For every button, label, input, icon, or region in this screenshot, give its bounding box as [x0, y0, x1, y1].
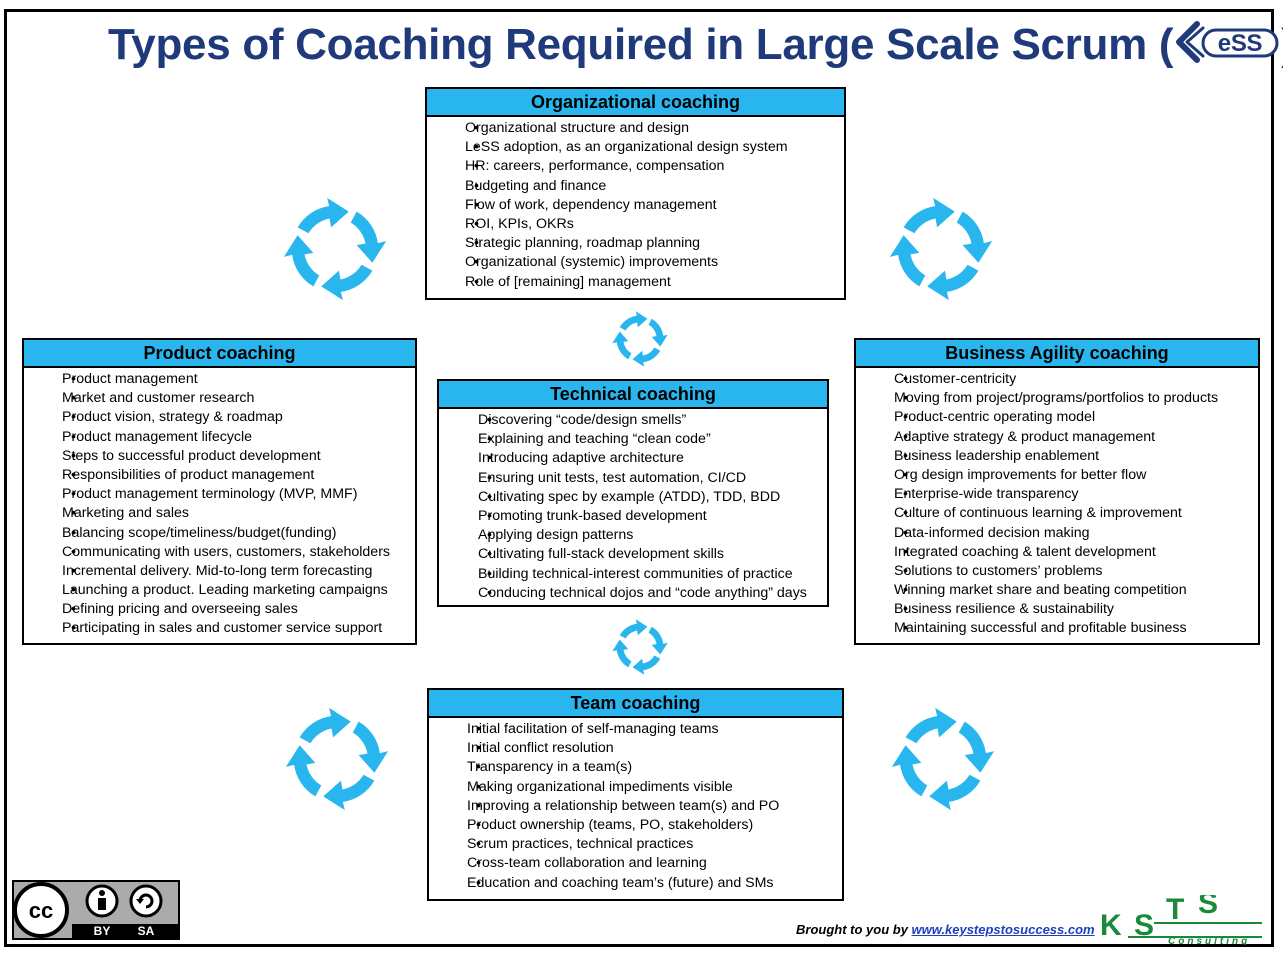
- list-item: Cultivating spec by example (ATDD), TDD,…: [478, 488, 827, 507]
- list-item: Improving a relationship between team(s)…: [467, 797, 842, 816]
- list-item: Business leadership enablement: [894, 447, 1258, 466]
- cc-by-label: BY: [94, 924, 111, 938]
- organizational-coaching-list: Organizational structure and design LeSS…: [427, 117, 844, 292]
- list-item: Communicating with users, customers, sta…: [62, 543, 415, 562]
- list-item: Ensuring unit tests, test automation, CI…: [478, 469, 827, 488]
- list-item: Maintaining successful and profitable bu…: [894, 619, 1258, 638]
- page-title: Types of Coaching Required in Large Scal…: [108, 18, 1283, 77]
- list-item: Organizational (systemic) improvements: [465, 253, 844, 272]
- list-item: HR: careers, performance, compensation: [465, 157, 844, 176]
- product-coaching-list: Product management Market and customer r…: [24, 368, 415, 639]
- cycle-arrows-icon: [283, 197, 387, 301]
- list-item: Responsibilities of product management: [62, 466, 415, 485]
- list-item: Discovering “code/design smells”: [478, 411, 827, 430]
- list-item: Solutions to customers’ problems: [894, 562, 1258, 581]
- list-item: Launching a product. Leading marketing c…: [62, 581, 415, 600]
- list-item: Moving from project/programs/portfolios …: [894, 389, 1258, 408]
- technical-coaching-list: Discovering “code/design smells” Explain…: [439, 409, 827, 603]
- title-close: ): [1281, 20, 1283, 69]
- list-item: Product vision, strategy & roadmap: [62, 408, 415, 427]
- list-item: Building technical-interest communities …: [478, 565, 827, 584]
- footer-prefix: Brought to you by: [796, 922, 912, 937]
- list-item: Product-centric operating model: [894, 408, 1258, 427]
- ksts-letter-k: K: [1100, 909, 1122, 942]
- list-item: Cross-team collaboration and learning: [467, 854, 842, 873]
- list-item: Incremental delivery. Mid-to-long term f…: [62, 562, 415, 581]
- ksts-logo: K S T S Consulting: [1100, 895, 1262, 945]
- list-item: Explaining and teaching “clean code”: [478, 430, 827, 449]
- less-logo-icon: eSS: [1173, 18, 1281, 77]
- ksts-letter-s2: S: [1198, 895, 1218, 920]
- list-item: Organizational structure and design: [465, 119, 844, 138]
- ksts-letter-t: T: [1166, 895, 1184, 926]
- list-item: Initial conflict resolution: [467, 739, 842, 758]
- share-alike-icon: [129, 884, 163, 918]
- team-coaching-list: Initial facilitation of self-managing te…: [429, 718, 842, 893]
- logo-text: eSS: [1218, 30, 1263, 57]
- list-item: Integrated coaching & talent development: [894, 543, 1258, 562]
- title-text: Types of Coaching Required in Large Scal…: [108, 20, 1174, 70]
- cycle-arrows-icon: [285, 707, 389, 811]
- list-item: Business resilience & sustainability: [894, 600, 1258, 619]
- list-item: Role of [remaining] management: [465, 273, 844, 292]
- business-agility-coaching-list: Customer-centricity Moving from project/…: [856, 368, 1258, 639]
- list-item: Education and coaching team’s (future) a…: [467, 874, 842, 893]
- team-coaching-header: Team coaching: [429, 690, 842, 718]
- list-item: Balancing scope/timeliness/budget(fundin…: [62, 524, 415, 543]
- cc-sa-label: SA: [138, 924, 155, 938]
- cc-icon: [13, 882, 69, 938]
- list-item: Customer-centricity: [894, 370, 1258, 389]
- footer-credit: Brought to you by www.keystepstosuccess.…: [796, 922, 1095, 937]
- list-item: Promoting trunk-based development: [478, 507, 827, 526]
- business-agility-coaching-header: Business Agility coaching: [856, 340, 1258, 368]
- footer-link[interactable]: www.keystepstosuccess.com: [911, 922, 1095, 937]
- list-item: Transparency in a team(s): [467, 758, 842, 777]
- list-item: Data-informed decision making: [894, 524, 1258, 543]
- list-item: Conducing technical dojos and “code anyt…: [478, 584, 827, 603]
- product-coaching-header: Product coaching: [24, 340, 415, 368]
- list-item: Enterprise-wide transparency: [894, 485, 1258, 504]
- list-item: Cultivating full-stack development skill…: [478, 545, 827, 564]
- list-item: Adaptive strategy & product management: [894, 428, 1258, 447]
- list-item: ROI, KPIs, OKRs: [465, 215, 844, 234]
- organizational-coaching-box: Organizational coaching Organizational s…: [425, 87, 846, 300]
- list-item: Product management: [62, 370, 415, 389]
- list-item: Applying design patterns: [478, 526, 827, 545]
- list-item: Marketing and sales: [62, 504, 415, 523]
- list-item: Steps to successful product development: [62, 447, 415, 466]
- list-item: Org design improvements for better flow: [894, 466, 1258, 485]
- technical-coaching-box: Technical coaching Discovering “code/des…: [437, 379, 829, 607]
- list-item: Budgeting and finance: [465, 177, 844, 196]
- svg-text:cc: cc: [29, 898, 53, 923]
- list-item: LeSS adoption, as an organizational desi…: [465, 138, 844, 157]
- list-item: Culture of continuous learning & improve…: [894, 504, 1258, 523]
- list-item: Making organizational impediments visibl…: [467, 778, 842, 797]
- cycle-arrows-icon: [612, 311, 668, 367]
- cc-by-sa-badge: cc BY SA: [12, 880, 180, 940]
- organizational-coaching-header: Organizational coaching: [427, 89, 844, 117]
- cycle-arrows-icon: [889, 197, 993, 301]
- ksts-tagline: Consulting: [1168, 936, 1250, 945]
- cycle-arrows-icon: [891, 707, 995, 811]
- technical-coaching-header: Technical coaching: [439, 381, 827, 409]
- list-item: Market and customer research: [62, 389, 415, 408]
- list-item: Introducing adaptive architecture: [478, 449, 827, 468]
- list-item: Strategic planning, roadmap planning: [465, 234, 844, 253]
- list-item: Scrum practices, technical practices: [467, 835, 842, 854]
- list-item: Flow of work, dependency management: [465, 196, 844, 215]
- page-frame: [4, 9, 1274, 947]
- product-coaching-box: Product coaching Product management Mark…: [22, 338, 417, 645]
- list-item: Winning market share and beating competi…: [894, 581, 1258, 600]
- ksts-letter-s1: S: [1134, 909, 1154, 942]
- team-coaching-box: Team coaching Initial facilitation of se…: [427, 688, 844, 901]
- cycle-arrows-icon: [612, 619, 668, 675]
- list-item: Product management terminology (MVP, MMF…: [62, 485, 415, 504]
- list-item: Initial facilitation of self-managing te…: [467, 720, 842, 739]
- list-item: Participating in sales and customer serv…: [62, 619, 415, 638]
- list-item: Product management lifecycle: [62, 428, 415, 447]
- list-item: Defining pricing and overseeing sales: [62, 600, 415, 619]
- business-agility-coaching-box: Business Agility coaching Customer-centr…: [854, 338, 1260, 645]
- list-item: Product ownership (teams, PO, stakeholde…: [467, 816, 842, 835]
